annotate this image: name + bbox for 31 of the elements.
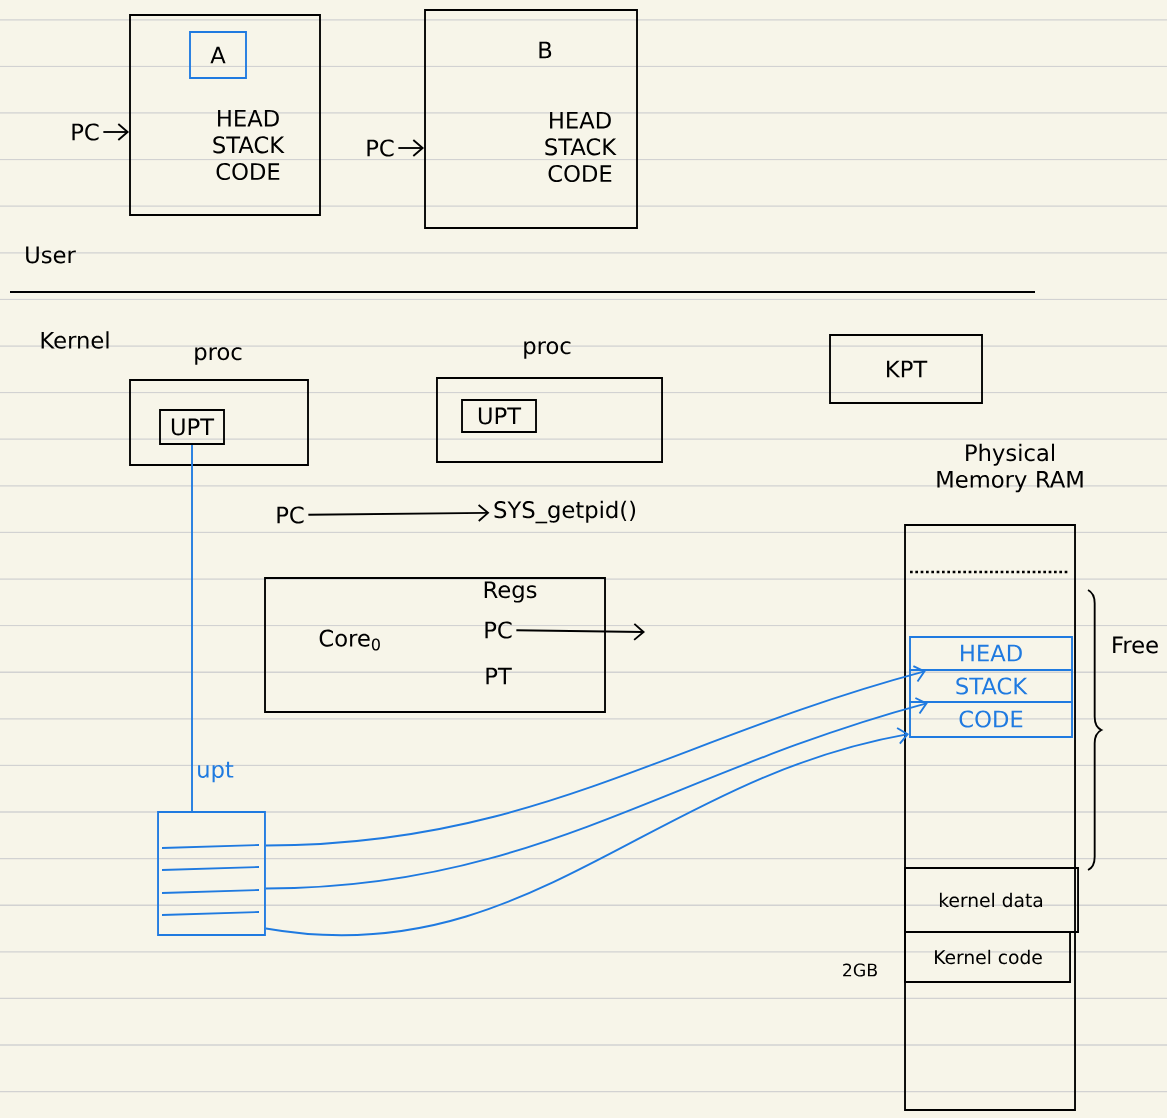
arrow [397, 139, 425, 157]
code-text: PC [277, 506, 304, 524]
table-box: KPT [829, 334, 983, 404]
memory-region: Kernel code [904, 931, 1071, 983]
node-label: Regs [484, 581, 537, 603]
connector-line [191, 444, 193, 813]
memory-region: STACK [909, 669, 1073, 703]
node-label: PT [486, 667, 512, 685]
section-label: User [26, 246, 76, 264]
address-label: 2GB [843, 963, 877, 977]
arrow [264, 665, 926, 847]
memory-region: HEAD [909, 636, 1073, 671]
code-text: PC [485, 621, 512, 639]
table-box: UPT [461, 399, 537, 433]
code-text: SYS_getpid() [494, 500, 636, 524]
process-box: B HEAD STACK CODE [424, 9, 638, 229]
arrow [515, 622, 645, 641]
table-box: UPT [159, 409, 225, 445]
letter-box: A [189, 31, 247, 79]
code-text: PC [72, 123, 99, 141]
node-label: Core$_{0}$ [319, 629, 380, 651]
table-caption: upt [198, 761, 234, 783]
arrow [264, 727, 910, 937]
arrow [307, 504, 490, 522]
arrow [102, 123, 130, 141]
section-label: Kernel [41, 331, 109, 349]
brace-label: Free [1113, 636, 1158, 654]
memory-region: CODE [909, 701, 1073, 738]
code-text: PC [367, 139, 394, 157]
memory-region: kernel data [904, 867, 1079, 933]
arrow [264, 697, 928, 890]
